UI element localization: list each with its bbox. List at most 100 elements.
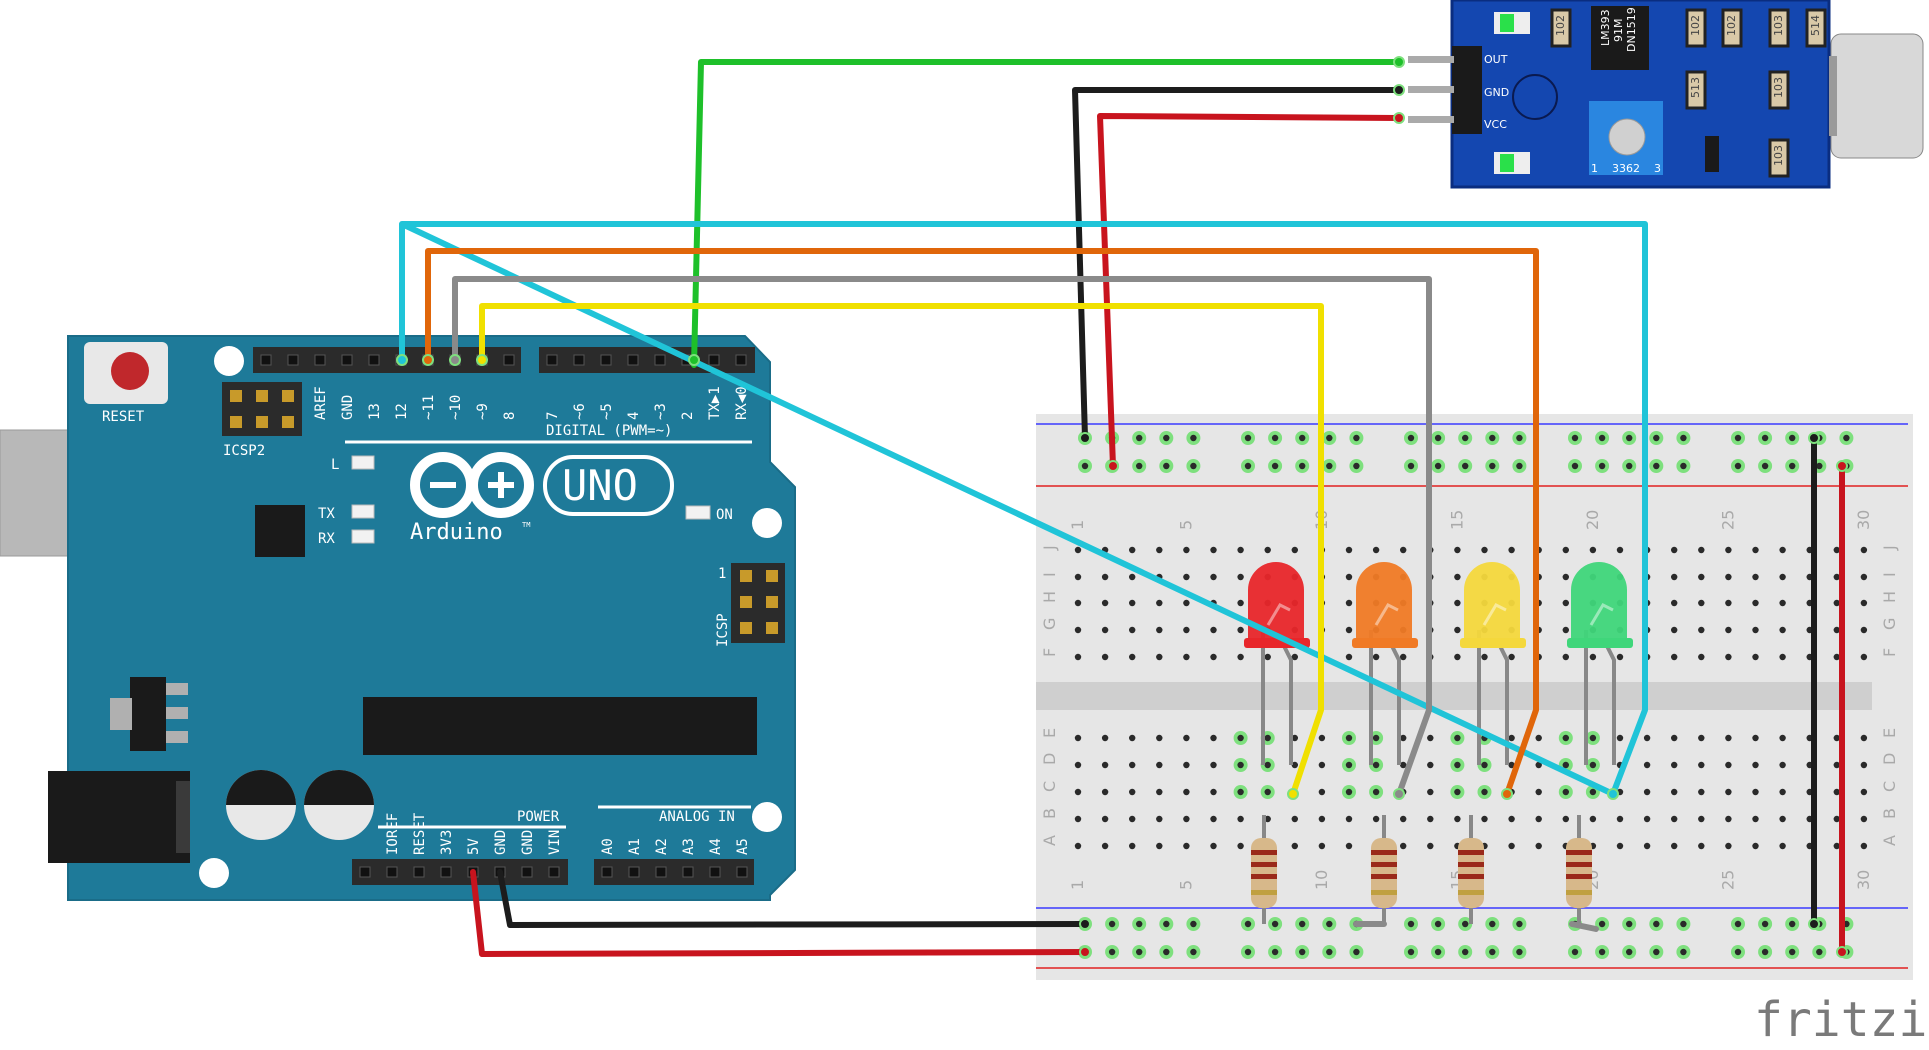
breadboard-hole bbox=[1345, 734, 1353, 742]
breadboard-hole bbox=[1643, 815, 1651, 823]
breadboard-hole bbox=[1264, 761, 1271, 769]
breadboard-hole bbox=[1183, 546, 1190, 554]
breadboard-hole bbox=[1761, 434, 1769, 442]
power-pin-label: 5V bbox=[466, 838, 482, 855]
sensor-pin-header bbox=[1452, 46, 1482, 134]
wire-endpoint bbox=[1393, 84, 1405, 96]
breadboard-hole bbox=[1156, 788, 1163, 796]
breadboard-hole bbox=[1183, 842, 1190, 850]
breadboard-hole bbox=[1489, 434, 1496, 442]
breadboard-hole bbox=[1725, 653, 1732, 661]
breadboard-hole bbox=[1190, 462, 1197, 470]
smd-code: 102 bbox=[1689, 15, 1702, 36]
digital-pin-label: ~6 bbox=[572, 403, 588, 420]
breadboard-hole bbox=[1489, 920, 1496, 928]
breadboard-hole bbox=[1671, 573, 1678, 581]
breadboard-hole bbox=[1210, 788, 1217, 796]
breadboard-hole bbox=[1734, 948, 1742, 956]
smd-component bbox=[1685, 8, 1707, 48]
header-socket bbox=[368, 354, 380, 366]
breadboard-hole bbox=[1190, 920, 1197, 928]
smd-component bbox=[1768, 138, 1790, 178]
breadboard-hole bbox=[1779, 734, 1786, 742]
breadboard-hole bbox=[1183, 653, 1190, 661]
icsp2-pin bbox=[282, 390, 294, 402]
breadboard-hole bbox=[1489, 948, 1496, 956]
digital-pin-label: 4 bbox=[626, 412, 642, 420]
breadboard-hole bbox=[1671, 546, 1678, 554]
header-socket bbox=[314, 354, 326, 366]
breadboard-hole bbox=[1074, 815, 1082, 823]
wire-endpoint bbox=[476, 354, 488, 366]
column-number: 25 bbox=[1718, 870, 1737, 890]
header-socket bbox=[341, 354, 353, 366]
pot-pin1: 1 bbox=[1591, 162, 1598, 175]
breadboard-hole bbox=[1752, 842, 1759, 850]
breadboard-hole bbox=[1434, 948, 1442, 956]
breadboard-hole bbox=[1752, 815, 1759, 823]
breadboard-hole bbox=[1372, 546, 1380, 554]
breadboard-hole bbox=[1299, 948, 1306, 956]
icsp2-pin bbox=[230, 416, 242, 428]
wire-5v-rail-red bbox=[470, 869, 1088, 957]
breadboard-hole bbox=[1345, 815, 1353, 823]
breadboard-hole bbox=[1136, 920, 1143, 928]
breadboard-hole bbox=[1074, 546, 1082, 554]
breadboard-hole bbox=[1761, 948, 1769, 956]
led-on bbox=[685, 505, 711, 520]
breadboard-hole bbox=[1183, 734, 1190, 742]
breadboard-hole bbox=[1156, 599, 1163, 607]
breadboard-hole bbox=[1129, 653, 1136, 661]
digital-pin-label: 8 bbox=[502, 412, 518, 420]
led-green bbox=[1571, 562, 1627, 640]
breadboard-hole bbox=[1860, 653, 1868, 661]
breadboard-hole bbox=[1454, 815, 1461, 823]
breadboard-hole bbox=[1264, 788, 1271, 796]
breadboard-hole bbox=[1698, 599, 1705, 607]
breadboard-hole bbox=[1454, 788, 1461, 796]
breadboard-hole bbox=[1156, 815, 1163, 823]
power-pin-label: IOREF bbox=[385, 813, 401, 855]
wire-endpoints bbox=[396, 56, 1848, 958]
row-letter: G bbox=[1040, 618, 1059, 630]
digital-pin-label: ~11 bbox=[421, 395, 437, 420]
led-shine bbox=[1482, 603, 1507, 626]
breadboard-hole bbox=[1653, 462, 1660, 470]
breadboard-hole bbox=[1074, 626, 1082, 634]
header-socket bbox=[573, 354, 585, 366]
resistor-band bbox=[1566, 850, 1592, 855]
breadboard-hole bbox=[1516, 434, 1523, 442]
breadboard-hole bbox=[1074, 573, 1082, 581]
breadboard-hole bbox=[1101, 653, 1109, 661]
breadboard-hole bbox=[1752, 653, 1759, 661]
breadboard-hole bbox=[1136, 948, 1143, 956]
digital-pin-label: ~10 bbox=[448, 395, 464, 420]
reset-label: RESET bbox=[102, 409, 145, 425]
breadboard-hole bbox=[1372, 788, 1380, 796]
analog-label: ANALOG IN bbox=[659, 809, 735, 825]
breadboard-hole bbox=[1210, 653, 1217, 661]
breadboard-hole bbox=[1237, 734, 1244, 742]
column-number: 5 bbox=[1176, 880, 1195, 890]
icsp2-label: ICSP2 bbox=[223, 443, 265, 459]
power-label: POWER bbox=[517, 809, 560, 825]
analog-pin-label: A1 bbox=[627, 838, 643, 855]
breadboard-hole bbox=[1680, 920, 1687, 928]
smd-component bbox=[1768, 70, 1790, 110]
breadboard-hole bbox=[1833, 626, 1841, 634]
resistor-body bbox=[1566, 838, 1592, 908]
header-socket bbox=[548, 866, 560, 878]
breadboard-hole bbox=[1074, 599, 1082, 607]
row-letter: E bbox=[1040, 728, 1059, 738]
header-socket bbox=[709, 866, 721, 878]
wire-endpoint bbox=[1393, 56, 1405, 68]
wire-vcc-red bbox=[1097, 113, 1402, 469]
digital-header-low bbox=[539, 347, 755, 373]
breadboard-hole bbox=[1427, 815, 1434, 823]
on-label: ON bbox=[716, 507, 733, 523]
breadboard-hole bbox=[1264, 734, 1271, 742]
breadboard-hole bbox=[1571, 948, 1579, 956]
breadboard-hole bbox=[1779, 761, 1786, 769]
breadboard-hole bbox=[1698, 653, 1705, 661]
breadboard-hole bbox=[1860, 842, 1868, 850]
